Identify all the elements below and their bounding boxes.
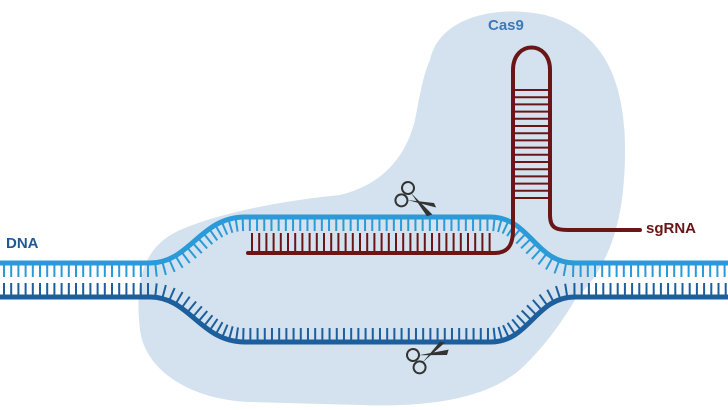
cas9-protein-blob: [138, 11, 625, 406]
dna-bottom-base-tick: [204, 314, 214, 326]
dna-bottom-base-tick: [175, 291, 184, 303]
dna-bottom-base-tick: [222, 324, 229, 337]
dna-top-base-tick: [553, 261, 560, 274]
dna-bottom-base-tick: [516, 314, 526, 325]
dna-top-base-tick: [161, 263, 167, 276]
dna-bottom-base-tick: [215, 321, 224, 334]
dna-bottom-base-tick: [209, 318, 219, 330]
dna-label: DNA: [6, 235, 39, 252]
dna-bottom-base-tick: [193, 305, 203, 317]
dna-bottom-strand: [0, 282, 728, 345]
dna-top-base-tick: [175, 256, 184, 269]
dna-top-base-tick: [562, 263, 567, 277]
dna-top-base-tick: [203, 234, 214, 245]
sgrna-strand: [246, 45, 642, 255]
dna-top-base-tick: [168, 260, 176, 273]
dna-top-base-tick: [497, 220, 503, 233]
dna-top-base-tick: [154, 264, 158, 277]
dna-bottom-base-tick: [198, 310, 209, 321]
dna-top-base-tick: [531, 249, 541, 260]
dna-top-base-tick: [234, 219, 239, 232]
dna-top-base-tick: [228, 220, 234, 234]
dna-bottom-base-tick: [228, 326, 234, 339]
dna-bottom-base-tick: [168, 287, 176, 300]
dna-top-base-tick: [537, 254, 547, 266]
dna-top-base-tick: [520, 239, 531, 250]
dna-bottom-base-tick: [526, 304, 537, 315]
dna-bottom-base-tick: [538, 293, 548, 305]
dna-bottom-base-tick: [506, 322, 516, 334]
dna-bottom-base-tick: [511, 318, 521, 330]
dna-top-base-tick: [515, 234, 526, 245]
dna-bottom-base-tick: [235, 327, 239, 340]
dna-top-base-tick: [215, 226, 224, 238]
dna-top-base-tick: [501, 222, 509, 235]
scissors-icon: [406, 341, 449, 375]
dna-bottom-base-tick: [502, 324, 510, 337]
dna-top-base-tick: [209, 229, 219, 241]
dna-top-base-tick: [181, 252, 191, 264]
cas9-label: Cas9: [488, 17, 524, 34]
sgrna-backbone: [246, 45, 642, 255]
dna-top-base-tick: [198, 238, 208, 250]
dna-bottom-base-tick: [520, 309, 531, 320]
dna-bottom-base-tick: [497, 326, 503, 339]
dna-bottom-base-tick: [181, 296, 191, 307]
dna-bottom-base-tick: [492, 327, 496, 340]
dna-top-strand: [0, 214, 728, 277]
dna-bottom-base-tick: [161, 284, 167, 297]
dna-top-base-tick: [187, 248, 197, 259]
dna-top-base-tick: [545, 258, 553, 270]
dna-bottom-backbone: [0, 294, 728, 345]
dna-top-base-tick: [525, 244, 536, 255]
dna-bottom-base-tick: [187, 300, 197, 312]
dna-top-base-tick: [221, 223, 229, 236]
dna-top-base-tick: [193, 243, 203, 254]
dna-top-backbone: [0, 214, 728, 266]
sgrna-label: sgRNA: [646, 220, 697, 237]
dna-bottom-base-tick: [555, 285, 561, 298]
dna-bottom-base-tick: [546, 289, 554, 301]
dna-bottom-base-tick: [532, 299, 542, 310]
dna-bottom-base-tick: [564, 283, 569, 296]
dna-bottom-base-tick: [154, 283, 158, 296]
dna-top-base-tick: [492, 219, 496, 232]
